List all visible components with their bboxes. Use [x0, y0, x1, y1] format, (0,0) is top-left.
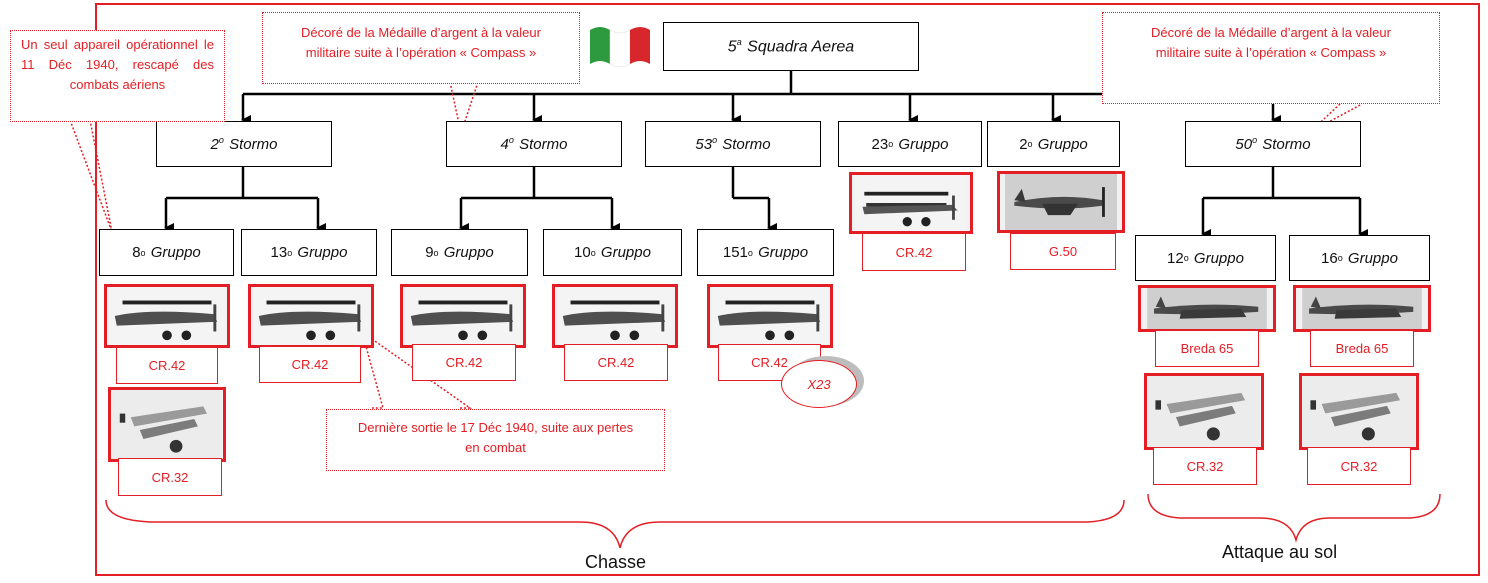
aircraft-photo-cr42: [104, 284, 230, 348]
aircraft-label: CR.32: [1153, 447, 1257, 485]
stormo-50-node: 50o Stormo: [1185, 121, 1361, 167]
italian-flag-icon: [590, 27, 650, 68]
aircraft-photo-cr42: [552, 284, 678, 348]
aircraft-photo-cr42: [707, 284, 833, 348]
stormo-53-node: 53o Stormo: [645, 121, 821, 167]
aircraft-photo-cr32: [1144, 373, 1264, 450]
callout-medaille-4-stormo: Décoré de la Médaille d’argent à la vale…: [262, 12, 580, 84]
aircraft-label: Breda 65: [1310, 330, 1414, 367]
aircraft-label: CR.42: [564, 344, 668, 381]
root-node-squadra: 5a Squadra Aerea: [663, 22, 919, 71]
callout-derniere-sortie: Dernière sortie le 17 Déc 1940, suite au…: [326, 409, 665, 471]
stormo-4-node: 4o Stormo: [446, 121, 622, 167]
stormo-2-node: 2o Stormo: [156, 121, 332, 167]
aircraft-label: CR.32: [118, 458, 222, 496]
aircraft-label: G.50: [1010, 233, 1116, 270]
aircraft-label: CR.42: [116, 347, 218, 384]
aircraft-label: CR.42: [259, 346, 361, 383]
aircraft-photo-cr42: [400, 284, 526, 348]
aircraft-photo-cr32: [1299, 373, 1419, 450]
aircraft-label: CR.32: [1307, 447, 1411, 485]
aircraft-label: CR.42: [862, 233, 966, 271]
aircraft-photo-breda65: [1138, 285, 1276, 332]
aircraft-label: CR.42: [412, 344, 516, 381]
aircraft-photo-g50: [997, 171, 1125, 233]
aircraft-label: Breda 65: [1155, 330, 1259, 367]
callout-seul-appareil: Un seul appareil opérationnel le 11 Déc …: [10, 30, 225, 122]
aircraft-photo-breda65: [1293, 285, 1431, 332]
aircraft-photo-cr42: [248, 284, 374, 348]
group-label-chasse: Chasse: [585, 552, 647, 572]
aircraft-photo-cr42: [849, 172, 973, 234]
aircraft-photo-cr32: [108, 387, 226, 462]
diagram-frame: [95, 3, 1480, 576]
callout-medaille-50-stormo: Décoré de la Médaille d’argent à la vale…: [1102, 12, 1440, 104]
group-label-attaque-au-sol: Attaque au sol: [1222, 542, 1338, 562]
x23-badge: X23: [781, 360, 857, 408]
